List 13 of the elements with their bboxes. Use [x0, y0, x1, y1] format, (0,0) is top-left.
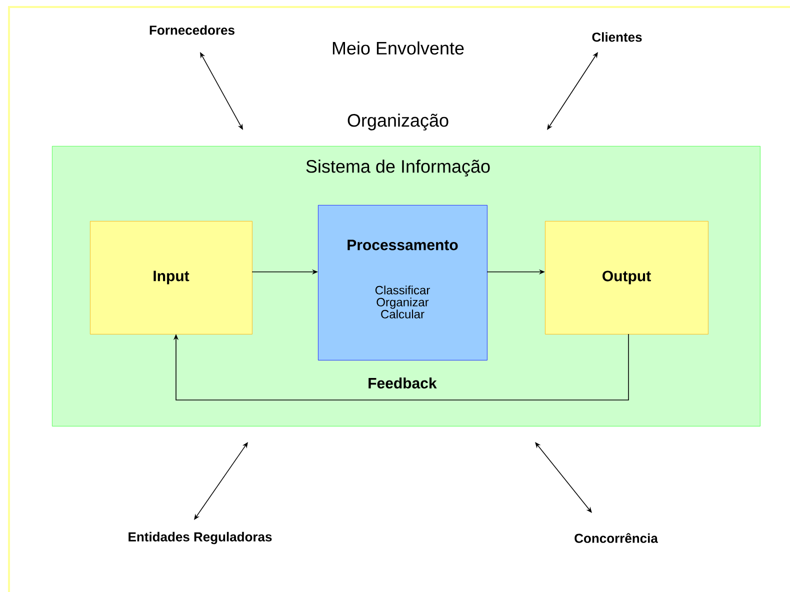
heading: Organização: [348, 114, 448, 130]
stakeholder-label: Clientes: [592, 32, 642, 42]
arrow: [173, 334, 629, 400]
arrow: [535, 442, 592, 513]
stakeholder-label: Concorrência: [574, 533, 658, 543]
process-box: Input: [90, 221, 252, 334]
stakeholder-label: Fornecedores: [150, 25, 234, 35]
process-box: Processamento Classificar Organizar Calcular: [318, 205, 488, 360]
arrow: [547, 52, 598, 130]
stakeholder-label: Entidades Reguladoras: [128, 532, 272, 544]
arrow: [194, 442, 248, 520]
edge-label: Feedback: [368, 378, 437, 388]
process-box: Output: [545, 221, 708, 334]
